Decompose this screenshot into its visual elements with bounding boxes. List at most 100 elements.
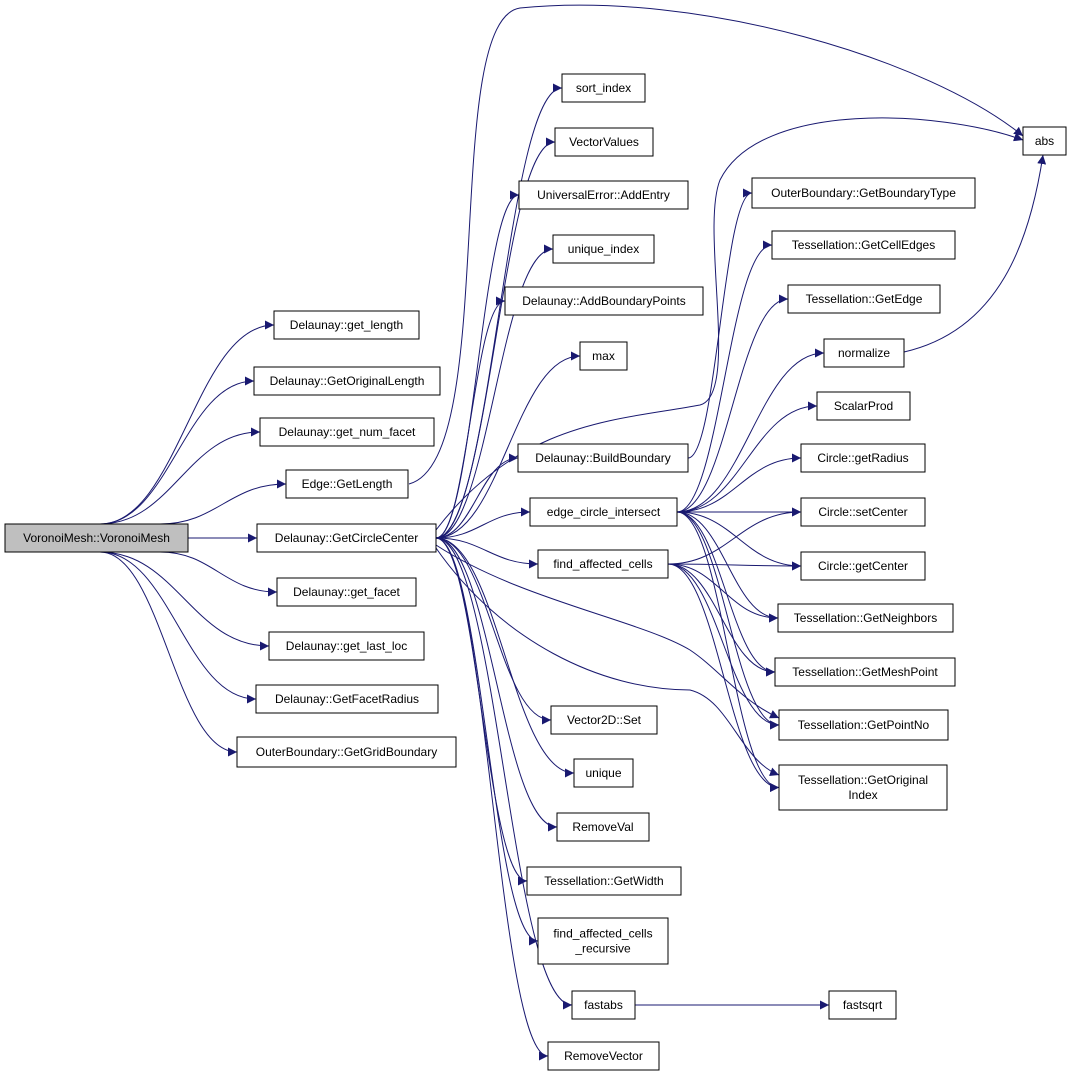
node-box	[547, 1041, 660, 1071]
node-box	[561, 73, 646, 103]
node-get_length[interactable]: Delaunay::get_length	[273, 310, 420, 340]
node-box	[573, 758, 634, 788]
node-label: Tessellation::GetCellEdges	[792, 238, 935, 252]
edge-edge_circle_intersect-to-GetMeshPoint	[676, 511, 776, 677]
edge-root-to-Edge_GetLength	[159, 479, 287, 525]
node-label: Circle::getRadius	[817, 451, 908, 465]
node-box	[1022, 126, 1067, 156]
edge-find_affected_cells-to-GetNeighbors	[667, 563, 779, 623]
edge-root-to-GetGridBoundary	[99, 551, 238, 757]
node-label: Circle::setCenter	[818, 505, 907, 519]
node-find_affected_cells[interactable]: find_affected_cells	[537, 549, 669, 579]
edge-GetCircleCenter-to-abs	[435, 117, 1024, 531]
node-label: Delaunay::GetCircleCenter	[275, 531, 418, 545]
node-ScalarProd[interactable]: ScalarProd	[816, 391, 911, 421]
node-label: _recursive	[574, 942, 631, 956]
node-sort_index[interactable]: sort_index	[561, 73, 646, 103]
node-label: unique	[585, 766, 621, 780]
edge-root-to-get_facet	[159, 551, 278, 597]
node-label: Delaunay::get_last_loc	[286, 639, 407, 653]
node-box	[552, 234, 655, 264]
node-Edge_GetLength[interactable]: Edge::GetLength	[285, 469, 409, 499]
node-GetCellEdges[interactable]: Tessellation::GetCellEdges	[771, 230, 956, 260]
node-GetMeshPoint[interactable]: Tessellation::GetMeshPoint	[774, 657, 956, 687]
node-edge_circle_intersect[interactable]: edge_circle_intersect	[529, 497, 678, 527]
node-label: abs	[1035, 134, 1054, 148]
node-abs[interactable]: abs	[1022, 126, 1067, 156]
node-fastsqrt[interactable]: fastsqrt	[828, 990, 897, 1020]
edge-find_affected_cells-to-GetMeshPoint	[667, 563, 776, 677]
edge-find_affected_cells-to-GetOriginalIndex	[667, 563, 780, 792]
node-find_affected_cells_recursive[interactable]: find_affected_cells_recursive	[537, 917, 669, 965]
edge-GetCircleCenter-to-Vector2D_Set	[435, 537, 552, 725]
node-label: RemoveVector	[564, 1049, 643, 1063]
edge-root-to-get_last_loc	[99, 551, 270, 651]
edge-edge_circle_intersect-to-ScalarProd	[676, 401, 818, 513]
edge-GetCircleCenter-to-AddBoundaryPoints	[435, 296, 506, 539]
node-root[interactable]: VoronoiMesh::VoronoiMesh	[4, 523, 189, 553]
node-box	[800, 497, 926, 527]
node-getRadius[interactable]: Circle::getRadius	[800, 443, 926, 473]
node-GetBoundaryType[interactable]: OuterBoundary::GetBoundaryType	[751, 177, 976, 209]
node-label: UniversalError::AddEntry	[537, 188, 670, 202]
node-GetCircleCenter[interactable]: Delaunay::GetCircleCenter	[256, 523, 437, 553]
edge-GetCircleCenter-to-max	[435, 351, 581, 539]
edge-GetCircleCenter-to-edge_circle_intersect	[435, 507, 531, 539]
edge-edge_circle_intersect-to-getRadius	[676, 453, 802, 513]
node-normalize[interactable]: normalize	[823, 338, 905, 368]
node-VectorValues[interactable]: VectorValues	[554, 127, 654, 157]
node-max[interactable]: max	[579, 341, 628, 371]
edge-GetCircleCenter-to-unique	[435, 537, 575, 778]
node-GetEdge[interactable]: Tessellation::GetEdge	[787, 284, 941, 314]
node-Vector2D_Set[interactable]: Vector2D::Set	[550, 705, 658, 735]
node-GetNeighbors[interactable]: Tessellation::GetNeighbors	[777, 603, 954, 633]
node-GetOriginalLength[interactable]: Delaunay::GetOriginalLength	[253, 366, 441, 396]
node-get_last_loc[interactable]: Delaunay::get_last_loc	[268, 631, 425, 661]
node-get_facet[interactable]: Delaunay::get_facet	[276, 577, 417, 607]
node-GetWidth[interactable]: Tessellation::GetWidth	[526, 866, 682, 896]
node-box	[285, 469, 409, 499]
node-label: Delaunay::GetFacetRadius	[275, 692, 419, 706]
edge-GetCircleCenter-to-VectorValues	[435, 137, 556, 539]
node-label: Edge::GetLength	[302, 477, 393, 491]
node-box	[529, 497, 678, 527]
node-label: max	[592, 349, 615, 363]
edge-GetCircleCenter-to-fastabs	[435, 537, 573, 1010]
node-unique[interactable]: unique	[573, 758, 634, 788]
node-box	[255, 684, 439, 714]
node-box	[579, 341, 628, 371]
edge-GetCircleCenter-to-GetOriginalIndex	[435, 547, 780, 776]
edge-GetCircleCenter-to-RemoveVal	[435, 537, 558, 832]
node-box	[537, 549, 669, 579]
edge-edge_circle_intersect-to-GetEdge	[676, 294, 789, 513]
node-GetGridBoundary[interactable]: OuterBoundary::GetGridBoundary	[236, 736, 457, 768]
node-GetFacetRadius[interactable]: Delaunay::GetFacetRadius	[255, 684, 439, 714]
node-AddBoundaryPoints[interactable]: Delaunay::AddBoundaryPoints	[504, 286, 704, 316]
edge-find_affected_cells-to-setCenter	[667, 507, 802, 565]
node-box	[571, 990, 636, 1020]
node-box	[816, 391, 911, 421]
node-GetPointNo[interactable]: Tessellation::GetPointNo	[778, 709, 949, 741]
edge-GetCircleCenter-to-unique_index	[435, 244, 554, 539]
node-label: unique_index	[568, 242, 639, 256]
node-box	[518, 180, 689, 210]
edge-edge_circle_intersect-to-GetCellEdges	[676, 240, 773, 513]
node-fastabs[interactable]: fastabs	[571, 990, 636, 1020]
node-unique_index[interactable]: unique_index	[552, 234, 655, 264]
node-RemoveVal[interactable]: RemoveVal	[556, 812, 650, 842]
node-getCenter[interactable]: Circle::getCenter	[800, 551, 926, 581]
node-box	[517, 443, 689, 473]
node-box	[774, 657, 956, 687]
node-box	[800, 443, 926, 473]
edge-find_affected_cells-to-GetPointNo	[667, 563, 780, 730]
node-RemoveVector[interactable]: RemoveVector	[547, 1041, 660, 1071]
node-get_num_facet[interactable]: Delaunay::get_num_facet	[259, 417, 435, 447]
node-box	[787, 284, 941, 314]
node-setCenter[interactable]: Circle::setCenter	[800, 497, 926, 527]
node-label: Delaunay::BuildBoundary	[535, 451, 670, 465]
node-label: Delaunay::get_length	[290, 318, 403, 332]
node-AddEntry[interactable]: UniversalError::AddEntry	[518, 180, 689, 210]
node-BuildBoundary[interactable]: Delaunay::BuildBoundary	[517, 443, 689, 473]
edge-GetCircleCenter-to-find_affected_cells	[435, 537, 539, 569]
